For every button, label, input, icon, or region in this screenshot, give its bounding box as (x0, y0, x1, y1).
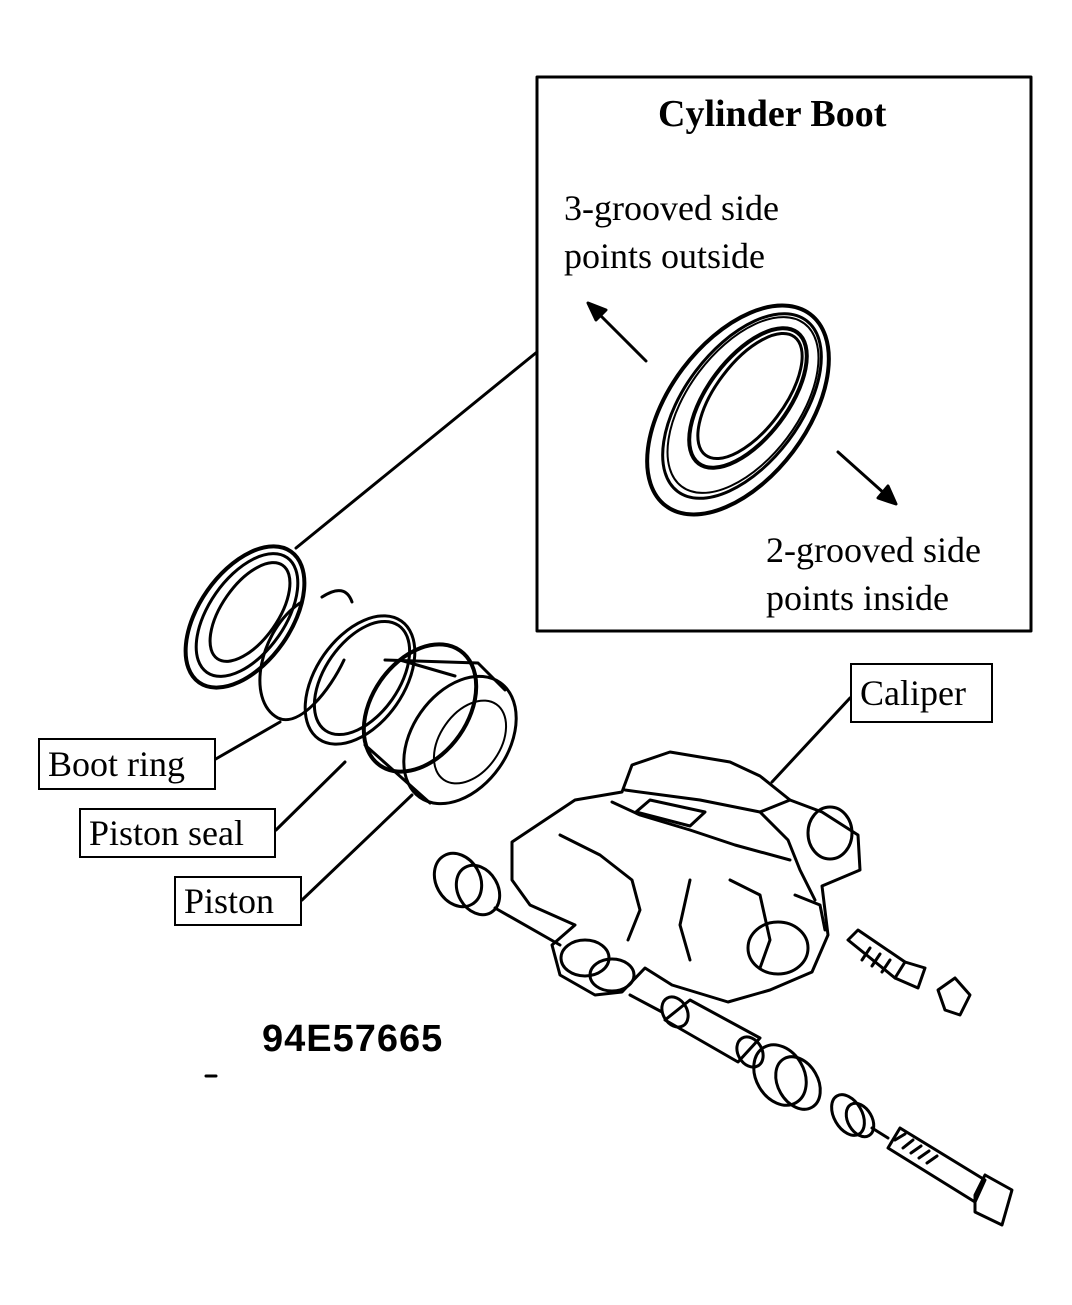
figure-code: 94E57665 (262, 1018, 444, 1060)
boot-ring-label: Boot ring (38, 738, 216, 790)
inside-note-line-2: points inside (766, 578, 950, 618)
guide-bushing-right (752, 1043, 822, 1111)
inset-title: Cylinder Boot (658, 93, 887, 135)
cylinder-boot-part (183, 544, 307, 690)
caliper-label: Caliper (850, 663, 993, 723)
piston-leader (300, 793, 414, 902)
piston-seal-leader (274, 760, 347, 832)
inside-note-line-1: 2-grooved side (766, 530, 981, 570)
bleeder-cap (936, 976, 972, 1017)
outside-note-line-1: 3-grooved side (564, 188, 779, 228)
boot-ring-leader (212, 720, 282, 762)
piston-label: Piston (174, 876, 302, 926)
inset-leader-line (294, 350, 539, 550)
guide-bolt (886, 1126, 1014, 1227)
guide-sleeve (628, 993, 765, 1069)
outside-note-line-2: points outside (564, 236, 766, 276)
washer-part (830, 1093, 890, 1140)
inside-arrow (836, 450, 898, 506)
outside-arrow (586, 301, 648, 363)
guide-bushing-left (432, 851, 562, 947)
piston-seal-part (303, 614, 417, 746)
piston-part (361, 642, 518, 806)
piston-seal-label: Piston seal (79, 808, 276, 858)
cylinder-boot-detail (645, 303, 831, 517)
bleeder-screw (846, 928, 927, 990)
caliper-body (510, 750, 862, 1004)
cylinder-boot-inset-frame (535, 75, 1033, 633)
boot-ring-part (258, 589, 354, 722)
caliper-leader (770, 696, 852, 784)
